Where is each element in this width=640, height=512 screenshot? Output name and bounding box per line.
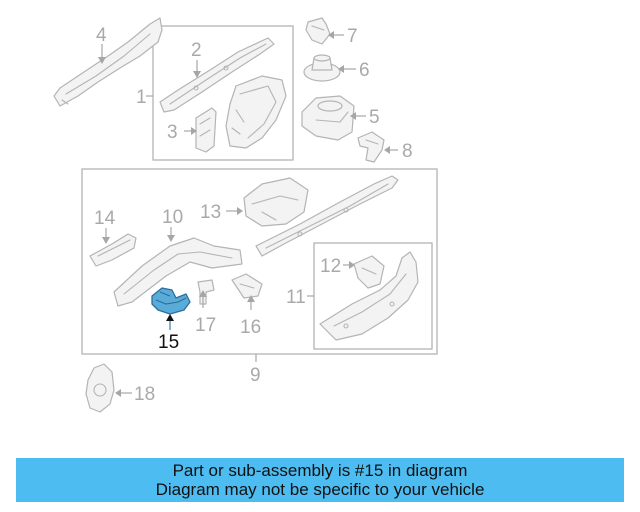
callout-6: 6 bbox=[359, 60, 370, 81]
part-15-highlighted[interactable] bbox=[151, 287, 191, 315]
part-11-panel bbox=[319, 251, 419, 341]
callout-16: 16 bbox=[240, 317, 261, 338]
part-5-tower bbox=[301, 95, 355, 141]
callout-1: 1 bbox=[136, 87, 147, 108]
callout-5: 5 bbox=[369, 107, 380, 128]
part-4-pillar bbox=[53, 17, 163, 107]
part-9-rail bbox=[255, 175, 399, 257]
part-14-bracket bbox=[89, 233, 137, 267]
callout-7: 7 bbox=[347, 26, 358, 47]
part-3-bracket bbox=[195, 107, 217, 153]
callout-8: 8 bbox=[402, 141, 413, 162]
callout-18: 18 bbox=[134, 384, 155, 405]
callout-3: 3 bbox=[167, 122, 178, 143]
banner-line-2: Diagram may not be specific to your vehi… bbox=[155, 480, 485, 499]
info-banner: Part or sub-assembly is #15 in diagram D… bbox=[16, 458, 624, 502]
part-8-bracket bbox=[357, 131, 385, 163]
group-box-1 bbox=[152, 25, 294, 161]
part-2-rail bbox=[159, 37, 275, 113]
callout-4: 4 bbox=[96, 25, 107, 46]
callout-10: 10 bbox=[162, 207, 183, 228]
callout-2: 2 bbox=[191, 40, 202, 61]
callout-12: 12 bbox=[320, 256, 341, 277]
group-box-9 bbox=[81, 168, 438, 355]
callout-15: 15 bbox=[158, 332, 179, 353]
callout-9: 9 bbox=[250, 365, 261, 386]
part-17-fastener bbox=[197, 279, 215, 305]
part-16-pad bbox=[231, 273, 263, 299]
callout-17: 17 bbox=[195, 315, 216, 336]
part-12-clip bbox=[353, 255, 385, 289]
callout-13: 13 bbox=[200, 202, 221, 223]
part-10-frame-rail bbox=[113, 237, 243, 307]
callout-11: 11 bbox=[286, 287, 306, 308]
part-18-plate bbox=[85, 363, 115, 413]
part-7-clip bbox=[305, 17, 331, 45]
callout-14: 14 bbox=[94, 208, 116, 229]
part-6-mount bbox=[303, 54, 341, 82]
banner-line-1: Part or sub-assembly is #15 in diagram bbox=[172, 461, 468, 480]
part-1-housing bbox=[225, 75, 287, 149]
part-13-support bbox=[243, 177, 309, 227]
